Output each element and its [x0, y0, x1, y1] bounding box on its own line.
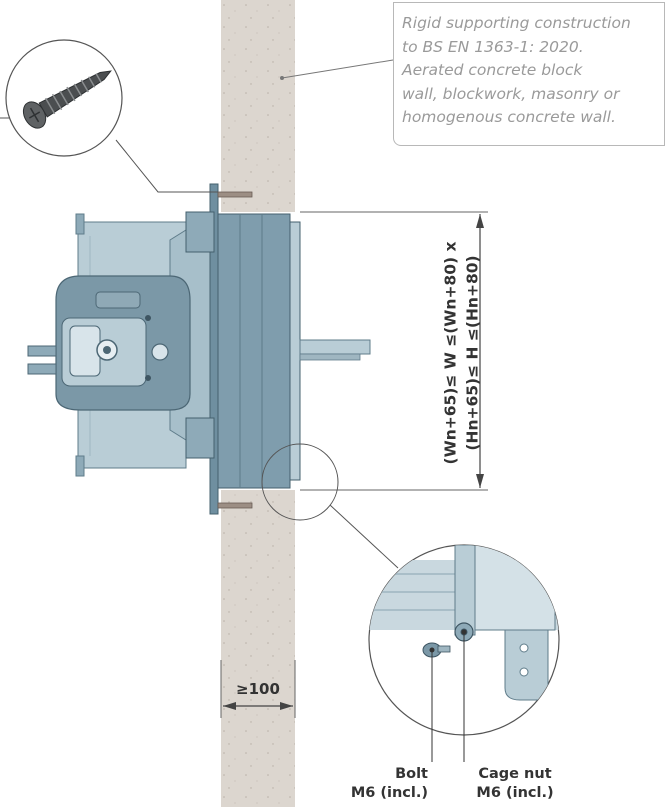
damper-rail [299, 339, 371, 355]
spec-line: Aerated concrete block [402, 61, 583, 79]
height-formula: (Hn+65)≤ H ≤(Hn+80) [463, 255, 482, 451]
cage-nut-callout-spec: M6 (incl.) [476, 785, 554, 801]
height-dimension [300, 211, 488, 491]
bolt-callout-title: Bolt [395, 766, 428, 782]
zoom-detail [368, 544, 560, 762]
actuator [27, 275, 191, 411]
construction-spec-note: Rigid supporting construction to BS EN 1… [393, 2, 665, 146]
wall-screw-bottom [217, 502, 253, 509]
width-formula: (Wn+65)≤ W ≤(Wn+80) x [441, 241, 460, 465]
spec-line: homogenous concrete wall. [402, 108, 616, 126]
screw-inset [0, 39, 218, 193]
detail-marker-circle [261, 443, 339, 521]
cage-nut-callout: Cage nut M6 (incl.) [465, 765, 565, 803]
opening-size-label: (Wn+65)≤ W ≤(Wn+80) x (Hn+65)≤ H ≤(Hn+80… [429, 222, 493, 484]
spec-line: to BS EN 1363-1: 2020. [402, 37, 584, 56]
spec-leader-line [281, 59, 394, 79]
bolt-callout-spec: M6 (incl.) [350, 785, 428, 801]
cage-nut-callout-title: Cage nut [478, 766, 552, 782]
wall-depth-label: ≥100 [236, 680, 280, 698]
wall-screw-top [217, 191, 253, 198]
bolt-callout: Bolt M6 (incl.) [330, 765, 428, 803]
spec-line: Rigid supporting construction [402, 14, 631, 32]
depth-dimension [220, 660, 296, 718]
mounting-flange [185, 183, 301, 515]
spec-line: wall, blockwork, masonry or [402, 84, 620, 103]
